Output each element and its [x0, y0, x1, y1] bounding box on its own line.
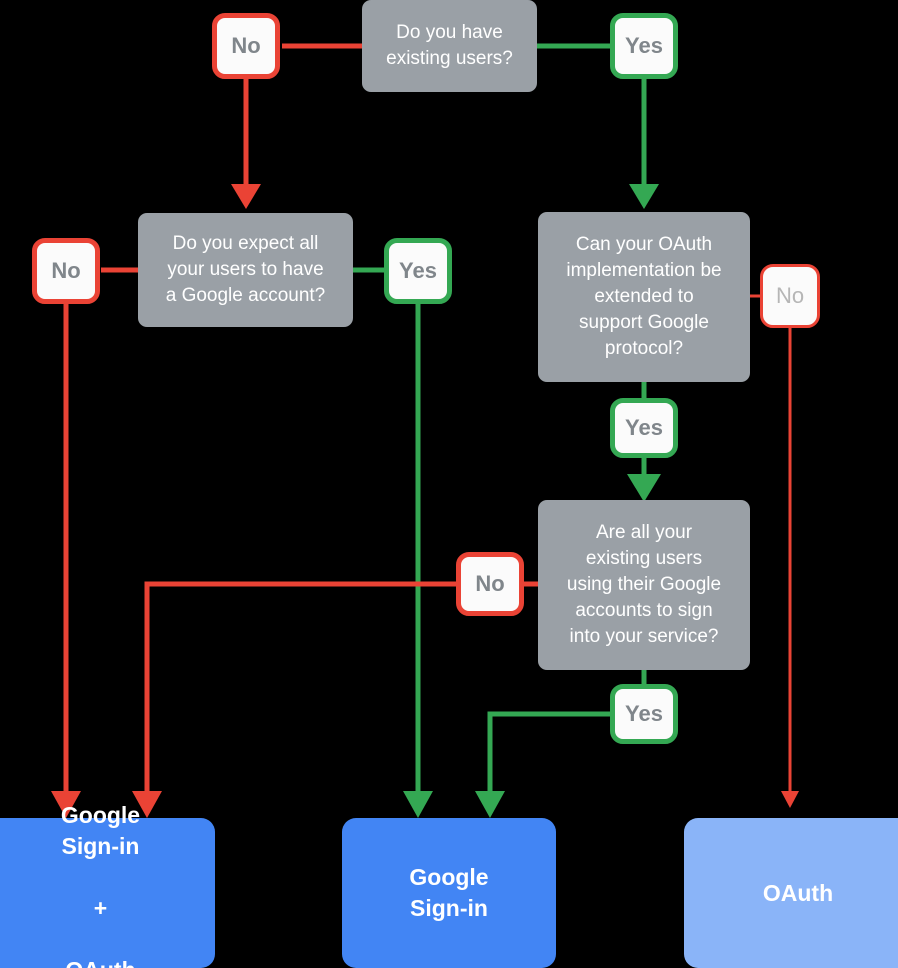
edge-no-to-result1-b	[144, 581, 458, 793]
arrowhead-result3	[781, 791, 799, 808]
arrowhead-q4	[627, 474, 661, 502]
question-box-all-google-account: Do you expect all your users to have a G…	[138, 213, 353, 327]
pill-no-google-account[interactable]: No	[32, 238, 100, 304]
question-box-existing-users: Do you have existing users?	[362, 0, 537, 92]
arrowhead-result1-b	[132, 791, 162, 818]
pill-no-existing-google[interactable]: No	[456, 552, 524, 616]
pill-yes-oauth-extend[interactable]: Yes	[610, 398, 678, 458]
pill-no-existing-users[interactable]: No	[212, 13, 280, 79]
edge-yes-to-result2-b	[487, 711, 612, 793]
question-box-existing-google-signin: Are all your existing users using their …	[538, 500, 750, 670]
result-box-google-signin-oauth[interactable]: Google Sign-in + OAuth	[0, 802, 215, 968]
pill-no-oauth-extend[interactable]: No	[760, 264, 820, 328]
arrowhead-result2-a	[403, 791, 433, 818]
arrowhead-result1-a	[51, 791, 81, 818]
result-box-google-signin[interactable]: Google Sign-in	[342, 818, 556, 968]
arrowhead-result2-b	[475, 791, 505, 818]
result-box-oauth[interactable]: OAuth	[684, 818, 898, 968]
pill-yes-existing-users[interactable]: Yes	[610, 13, 678, 79]
pill-yes-google-account[interactable]: Yes	[384, 238, 452, 304]
question-box-oauth-extend: Can your OAuth implementation be extende…	[538, 212, 750, 382]
arrowhead-q2	[231, 184, 261, 209]
pill-yes-existing-google[interactable]: Yes	[610, 684, 678, 744]
arrowhead-q3	[629, 184, 659, 209]
